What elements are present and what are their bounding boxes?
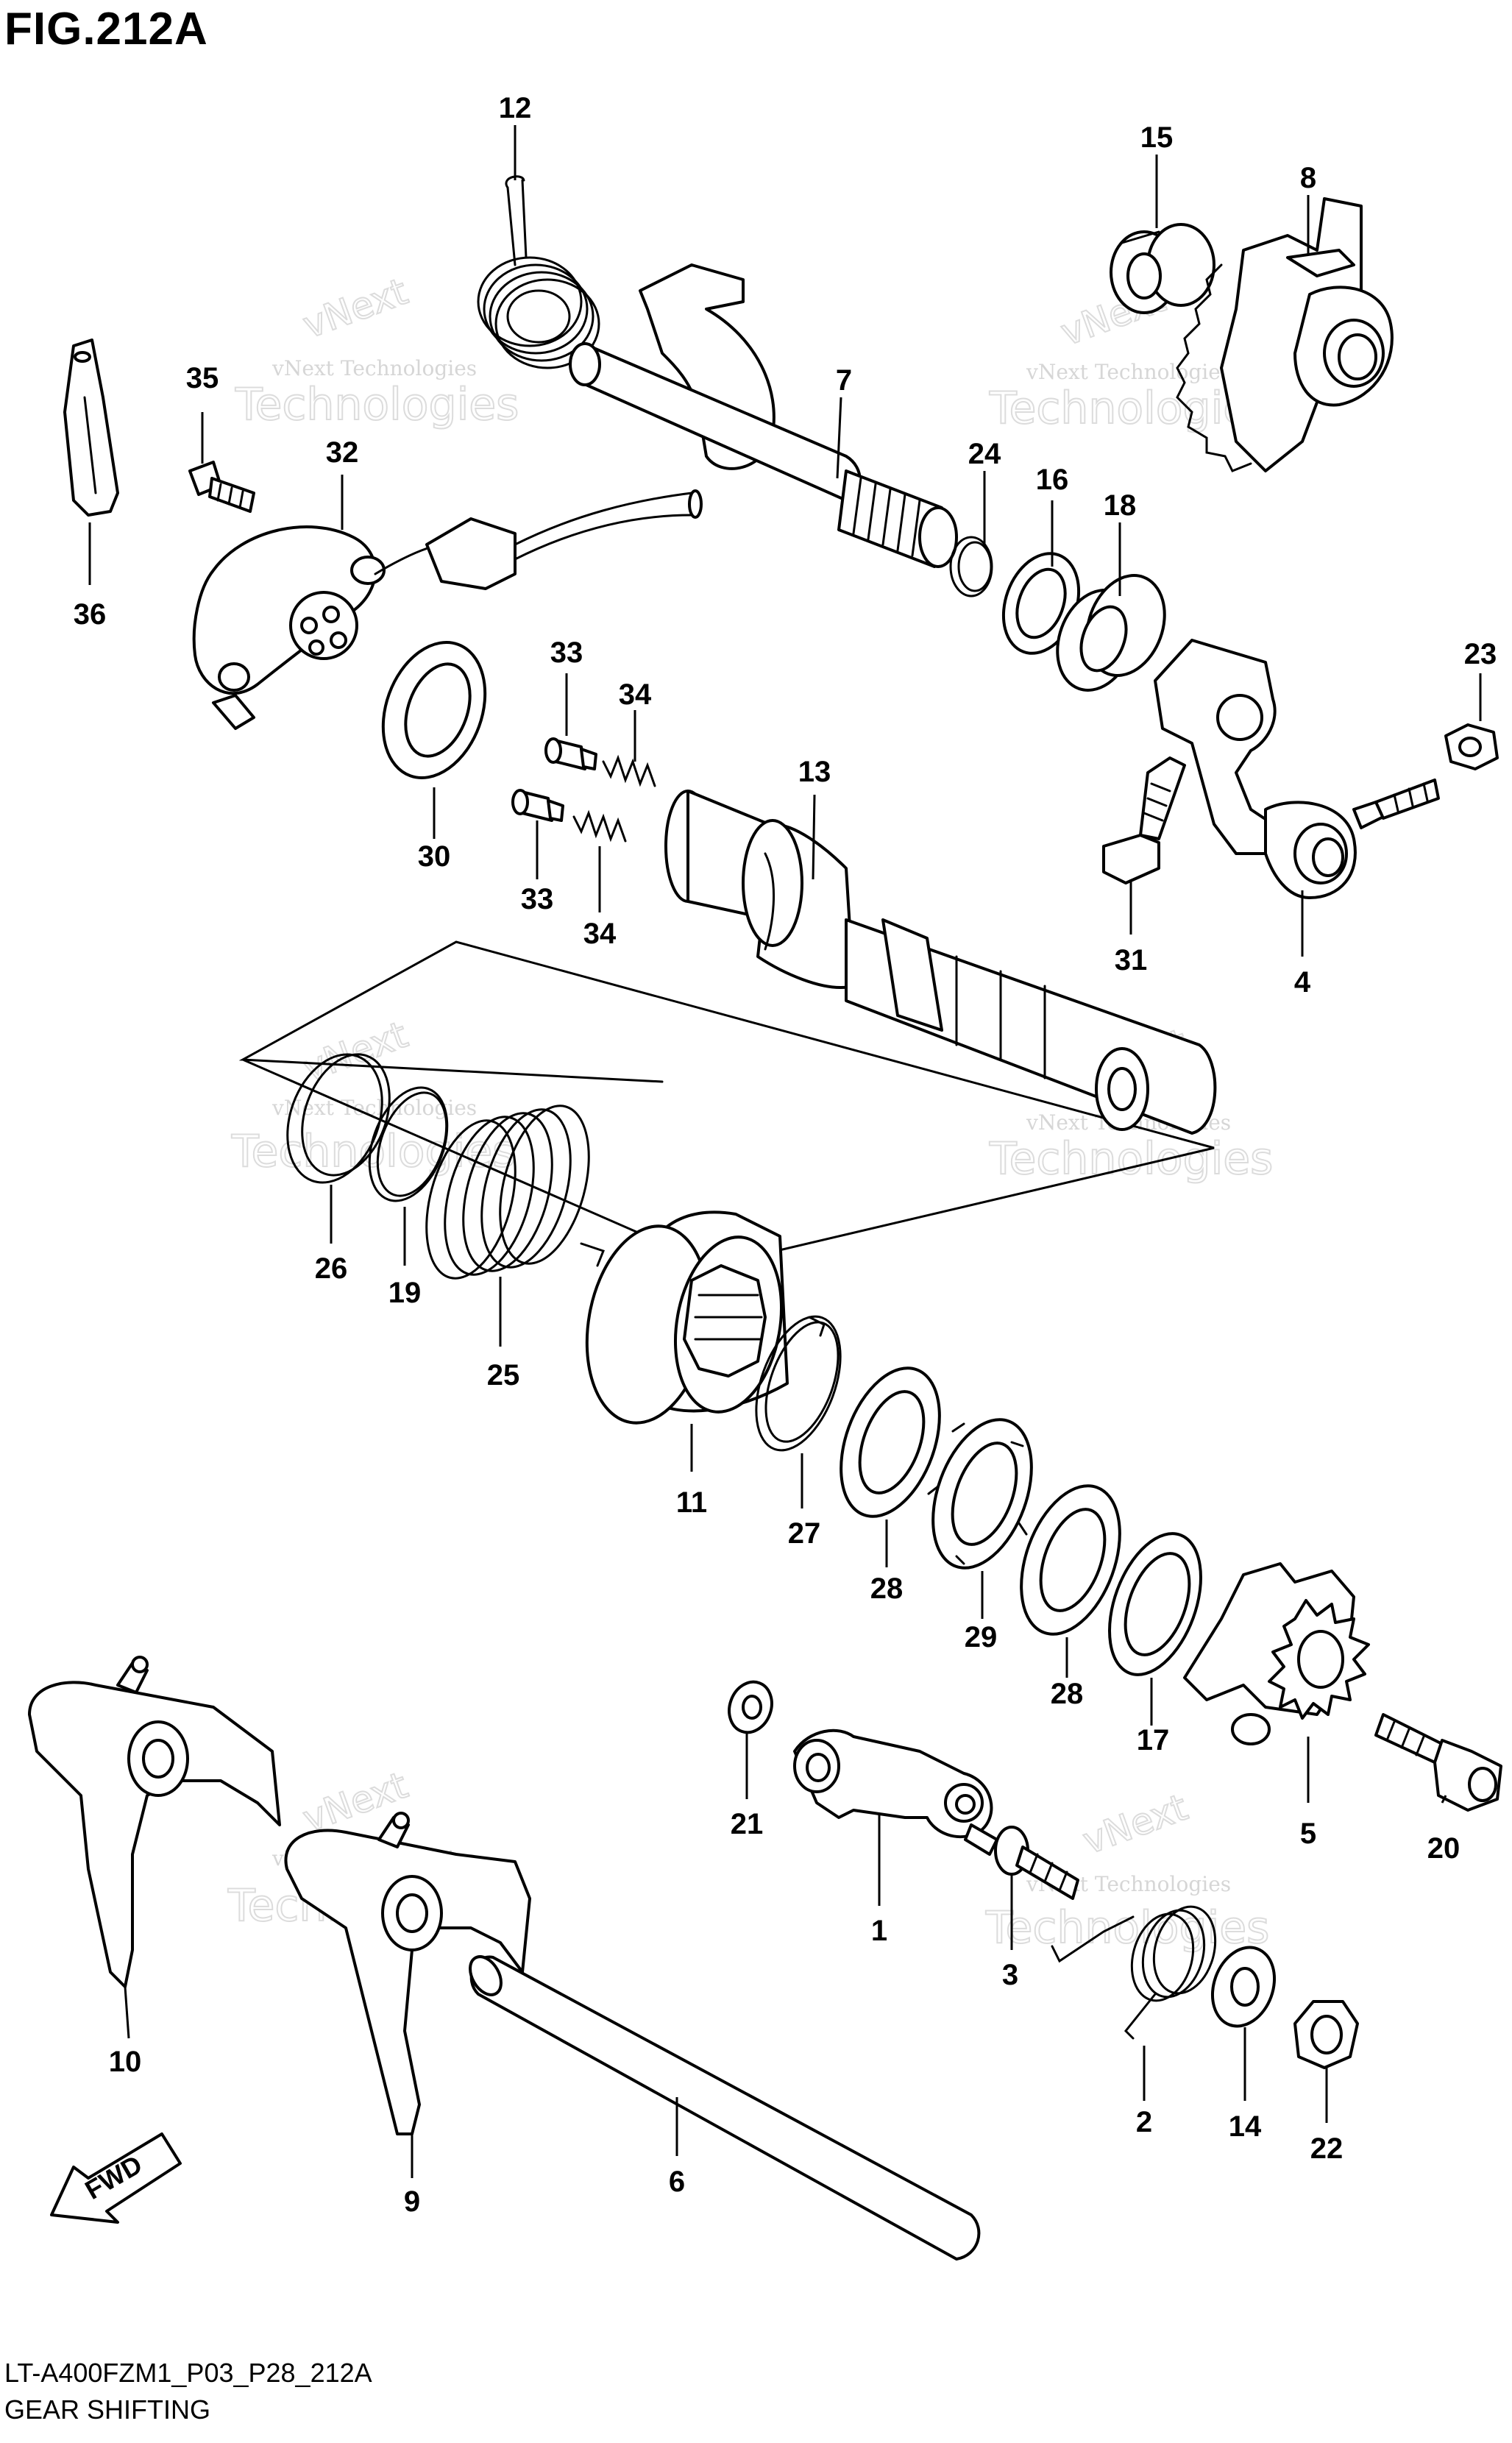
part-30-washer [381, 641, 487, 779]
part-15-bushing [1110, 223, 1215, 314]
callout-32: 32 [326, 436, 359, 469]
part-2-spring [1051, 1905, 1217, 2040]
callout-28-upper: 28 [870, 1572, 904, 1605]
part-5-guide-gear [1183, 1562, 1370, 1745]
callout-13: 13 [798, 756, 831, 788]
part-8-shift-arm [1176, 197, 1394, 472]
callout-30: 30 [418, 840, 451, 873]
callout-5: 5 [1300, 1818, 1316, 1850]
callout-10: 10 [109, 2046, 142, 2078]
watermark-text: Technologies [989, 1133, 1273, 1185]
part-33-pin-lower [511, 789, 564, 822]
part-1-stopper-arm [793, 1728, 993, 1839]
callout-1: 1 [871, 1915, 887, 1947]
callout-labels: 12 15 8 35 7 32 24 16 18 36 33 23 34 13 … [74, 92, 1497, 2218]
part-22-nut [1293, 2000, 1359, 2069]
part-27-circlip [755, 1315, 842, 1452]
part-3-bolt [964, 1823, 1079, 1900]
part-18-oil-seal [1056, 574, 1166, 692]
callout-34-lower: 34 [583, 918, 617, 950]
callout-35: 35 [186, 362, 219, 394]
part-28-washer-lower [1020, 1484, 1121, 1636]
figure-code: LT-A400FZM1_P03_P28_212A [4, 2358, 372, 2388]
callout-27: 27 [788, 1517, 821, 1550]
part-17-washer [1108, 1532, 1202, 1676]
fwd-arrow-icon: FWD [50, 2132, 182, 2224]
part-21-washer [728, 1680, 773, 1734]
watermark-text: vNext [1077, 1786, 1193, 1862]
callout-26: 26 [315, 1252, 348, 1285]
callout-31: 31 [1115, 944, 1148, 976]
callout-17: 17 [1137, 1724, 1170, 1756]
part-13-shift-cam [664, 790, 1217, 1135]
watermark-text: vNext [297, 1013, 413, 1090]
part-4-shift-lever [1154, 639, 1440, 899]
leader-lines [88, 125, 1482, 2178]
part-7-shift-shaft [569, 263, 958, 568]
callout-18: 18 [1104, 489, 1137, 522]
callout-2: 2 [1136, 2106, 1152, 2138]
part-23-nut [1444, 723, 1499, 770]
watermark-text: vNext [297, 270, 413, 347]
part-16-washer [1001, 552, 1081, 655]
figure-footer: LT-A400FZM1_P03_P28_212A GEAR SHIFTING [4, 2355, 372, 2428]
part-20-bolt [1374, 1713, 1502, 1812]
callout-6: 6 [669, 2166, 685, 2198]
part-12-spring [477, 175, 600, 369]
callout-24: 24 [968, 438, 1001, 470]
part-34-spring-lower [572, 809, 627, 843]
callout-16: 16 [1036, 464, 1069, 496]
watermark-text: vNext Technologies [271, 356, 477, 380]
figure-title: FIG.212A [4, 4, 208, 54]
part-29-lock-washer [927, 1418, 1033, 1570]
callout-4: 4 [1294, 966, 1311, 999]
callout-23: 23 [1464, 638, 1497, 670]
part-19-ring [368, 1086, 449, 1202]
watermark-text: vNext Technologies [1026, 360, 1231, 384]
callout-19: 19 [388, 1277, 422, 1309]
callout-33-upper: 33 [550, 637, 583, 669]
callout-28-lower: 28 [1051, 1678, 1084, 1710]
callout-9: 9 [404, 2185, 420, 2218]
assembly-frame [238, 940, 1215, 1267]
part-14-washer [1210, 1946, 1277, 2028]
part-11-driven-gear [585, 1210, 789, 1425]
callout-7: 7 [836, 364, 852, 397]
part-35-bolt [188, 461, 255, 513]
callout-12: 12 [499, 92, 532, 124]
callout-8: 8 [1300, 162, 1316, 194]
part-36-plate [63, 338, 119, 517]
figure-name: GEAR SHIFTING [4, 2394, 211, 2425]
callout-22: 22 [1310, 2132, 1344, 2165]
callout-21: 21 [731, 1808, 764, 1840]
part-28-washer-upper [840, 1366, 941, 1518]
callout-36: 36 [74, 598, 107, 631]
callout-14: 14 [1229, 2110, 1262, 2143]
part-32-sensor [192, 489, 703, 730]
watermark-text: Technologies [235, 379, 519, 430]
part-24-circlip [949, 536, 993, 598]
callout-29: 29 [965, 1621, 998, 1653]
callout-15: 15 [1140, 121, 1174, 154]
part-33-pin-upper [544, 737, 597, 770]
part-10-shift-fork [28, 1656, 281, 1988]
callout-11: 11 [676, 1486, 707, 1519]
part-31-bolt [1102, 756, 1186, 884]
part-25-coil-spring [425, 1105, 605, 1280]
watermark-text: Technologies [985, 1902, 1269, 1954]
part-9-shift-fork [284, 1812, 531, 2135]
callout-20: 20 [1427, 1832, 1460, 1865]
callout-25: 25 [487, 1359, 520, 1391]
callout-3: 3 [1002, 1959, 1018, 1991]
callout-34-upper: 34 [619, 678, 652, 711]
part-34-spring-upper [602, 754, 656, 787]
part-6-fork-shaft [469, 1955, 981, 2261]
callout-33-lower: 33 [521, 883, 554, 915]
